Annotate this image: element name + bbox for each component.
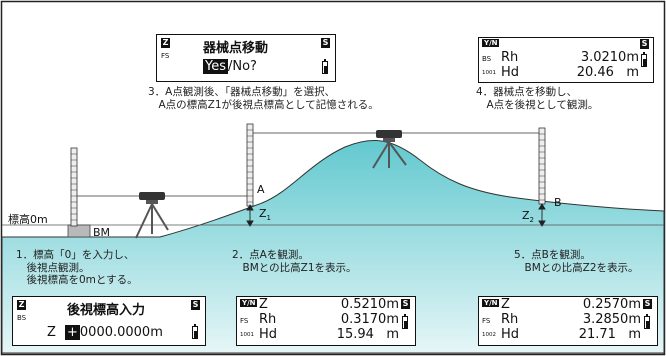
step-1-line-3: 後視標高を0mとする。	[16, 274, 138, 286]
z2-label: Z2	[522, 209, 534, 224]
row-2-value: 3.2850m	[582, 312, 641, 327]
yn-badge: Y/N	[240, 299, 258, 307]
z2-arrow	[538, 203, 546, 227]
s-badge: S	[321, 38, 330, 48]
row-1-label: Rh	[501, 50, 519, 65]
row-3-label: Hd	[501, 327, 520, 342]
step-5-line-1: 5．点Bを観測。	[514, 249, 591, 261]
screen-backsight-rh: Y/N S BS Rh 3.0210m 1001 Hd 20.46 m	[478, 37, 654, 83]
z2-text: Z	[522, 209, 530, 222]
point-a-label: A	[257, 183, 265, 196]
step-4-line-1: 4．器械点を移動し、	[476, 86, 578, 98]
step-1-line-2: 後視点観測。	[16, 261, 90, 274]
step-4-line-2: A点を後視として観測。	[476, 98, 599, 111]
row-2-label: Rh	[501, 312, 519, 327]
row-2-label: Rh	[259, 312, 277, 327]
mode-badge: Z	[161, 38, 170, 48]
battery-icon	[322, 59, 328, 74]
step-2-line-1: 2．点Aを観測。	[232, 249, 309, 261]
row-1-label: Z	[501, 297, 510, 312]
row-1-label: Z	[259, 297, 268, 312]
row-3-value: 21.71 m	[578, 327, 641, 342]
input-value[interactable]: 0000.0000m	[79, 325, 163, 340]
row-2-value: 20.46 m	[576, 65, 639, 80]
row-3-prefix: 1001	[240, 332, 254, 338]
elevation-zero-label: 標高0m	[8, 213, 48, 226]
battery-icon	[402, 314, 408, 329]
z1-arrow	[246, 204, 254, 227]
no-option[interactable]: /No?	[228, 59, 257, 74]
s-badge: S	[401, 299, 410, 309]
screen-point-a: Y/N Z 0.5210m S FS Rh 0.3170m 1001 Hd 15…	[236, 296, 416, 346]
step-5-line-2: BMとの比高Z2を表示。	[514, 261, 639, 274]
row-3-prefix: 1002	[482, 332, 496, 338]
sub-label: FS	[161, 52, 170, 60]
row-1-prefix: BS	[482, 55, 492, 63]
staff-bm	[70, 147, 78, 227]
row-1-value: 0.2570m	[582, 297, 641, 312]
battery-icon	[192, 324, 198, 339]
screen-title: 器械点移動	[203, 41, 269, 56]
row-3-value: 15.94 m	[336, 327, 399, 342]
row-1-value: 0.5210m	[340, 297, 399, 312]
input-cursor: +	[65, 325, 80, 340]
screen-point-b: Y/N Z 0.2570m S FS Rh 3.2850m 1002 Hd 21…	[478, 296, 658, 346]
step-5-note: 5．点Bを観測。 BMとの比高Z2を表示。	[514, 249, 639, 274]
screen-title: 後視標高入力	[67, 303, 146, 318]
z1-label: Z1	[259, 207, 271, 222]
s-badge: S	[643, 299, 652, 309]
z1-text: Z	[259, 207, 267, 220]
step-1-line-1: 1．標高「0」を入力し、	[16, 249, 135, 261]
row-2-label: Hd	[501, 65, 520, 80]
yes-option[interactable]: Yes	[203, 59, 228, 74]
row-2-prefix: 1001	[482, 70, 496, 76]
yn-text: Y/N	[482, 39, 500, 47]
staff-a	[246, 123, 254, 207]
mode-badge: Z	[17, 300, 26, 310]
input-label: Z	[47, 325, 56, 340]
screen-instrument-move: Z FS 器械点移動 Yes/No? S	[156, 34, 336, 82]
level-instrument-1	[135, 192, 169, 239]
battery-icon	[644, 314, 650, 329]
s-badge: S	[191, 300, 200, 310]
step-3-note: 3．A点観測後、「器械点移動」を選択、 A点の標高Z1が後視点標高として記憶され…	[148, 86, 379, 111]
yn-text: Y/N	[482, 299, 500, 307]
row-1-value: 3.0210m	[580, 50, 639, 65]
elevation-input[interactable]: +0000.0000m	[65, 325, 163, 340]
row-2-prefix: FS	[482, 317, 491, 325]
step-2-note: 2．点Aを観測。 BMとの比高Z1を表示。	[232, 249, 357, 274]
yes-no-prompt[interactable]: Yes/No?	[203, 59, 257, 74]
yn-badge: Y/N	[482, 299, 500, 307]
screen-backsight-input: Z BS 後視標高入力 S Z +0000.0000m	[12, 296, 206, 346]
step-3-line-1: 3．A点観測後、「器械点移動」を選択、	[148, 86, 336, 98]
step-1-note: 1．標高「0」を入力し、 後視点観測。 後視標高を0mとする。	[16, 249, 138, 287]
step-3-line-2: A点の標高Z1が後視点標高として記憶される。	[148, 98, 379, 111]
bm-label: BM	[93, 226, 111, 239]
step-4-note: 4．器械点を移動し、 A点を後視として観測。	[476, 86, 598, 111]
staff-b	[538, 127, 546, 205]
s-badge: S	[640, 39, 649, 49]
z1-sub: 1	[266, 214, 272, 223]
bm-marker	[67, 224, 91, 238]
sub-label: BS	[17, 314, 27, 322]
yn-text: Y/N	[240, 299, 258, 307]
row-2-value: 0.3170m	[340, 312, 399, 327]
row-3-label: Hd	[259, 327, 278, 342]
yn-badge: Y/N	[482, 39, 500, 47]
point-b-label: B	[554, 196, 562, 209]
battery-icon	[641, 52, 647, 67]
z2-sub: 2	[529, 216, 535, 225]
level-instrument-2	[372, 130, 407, 169]
row-2-prefix: FS	[240, 317, 249, 325]
step-2-line-2: BMとの比高Z1を表示。	[232, 261, 357, 274]
